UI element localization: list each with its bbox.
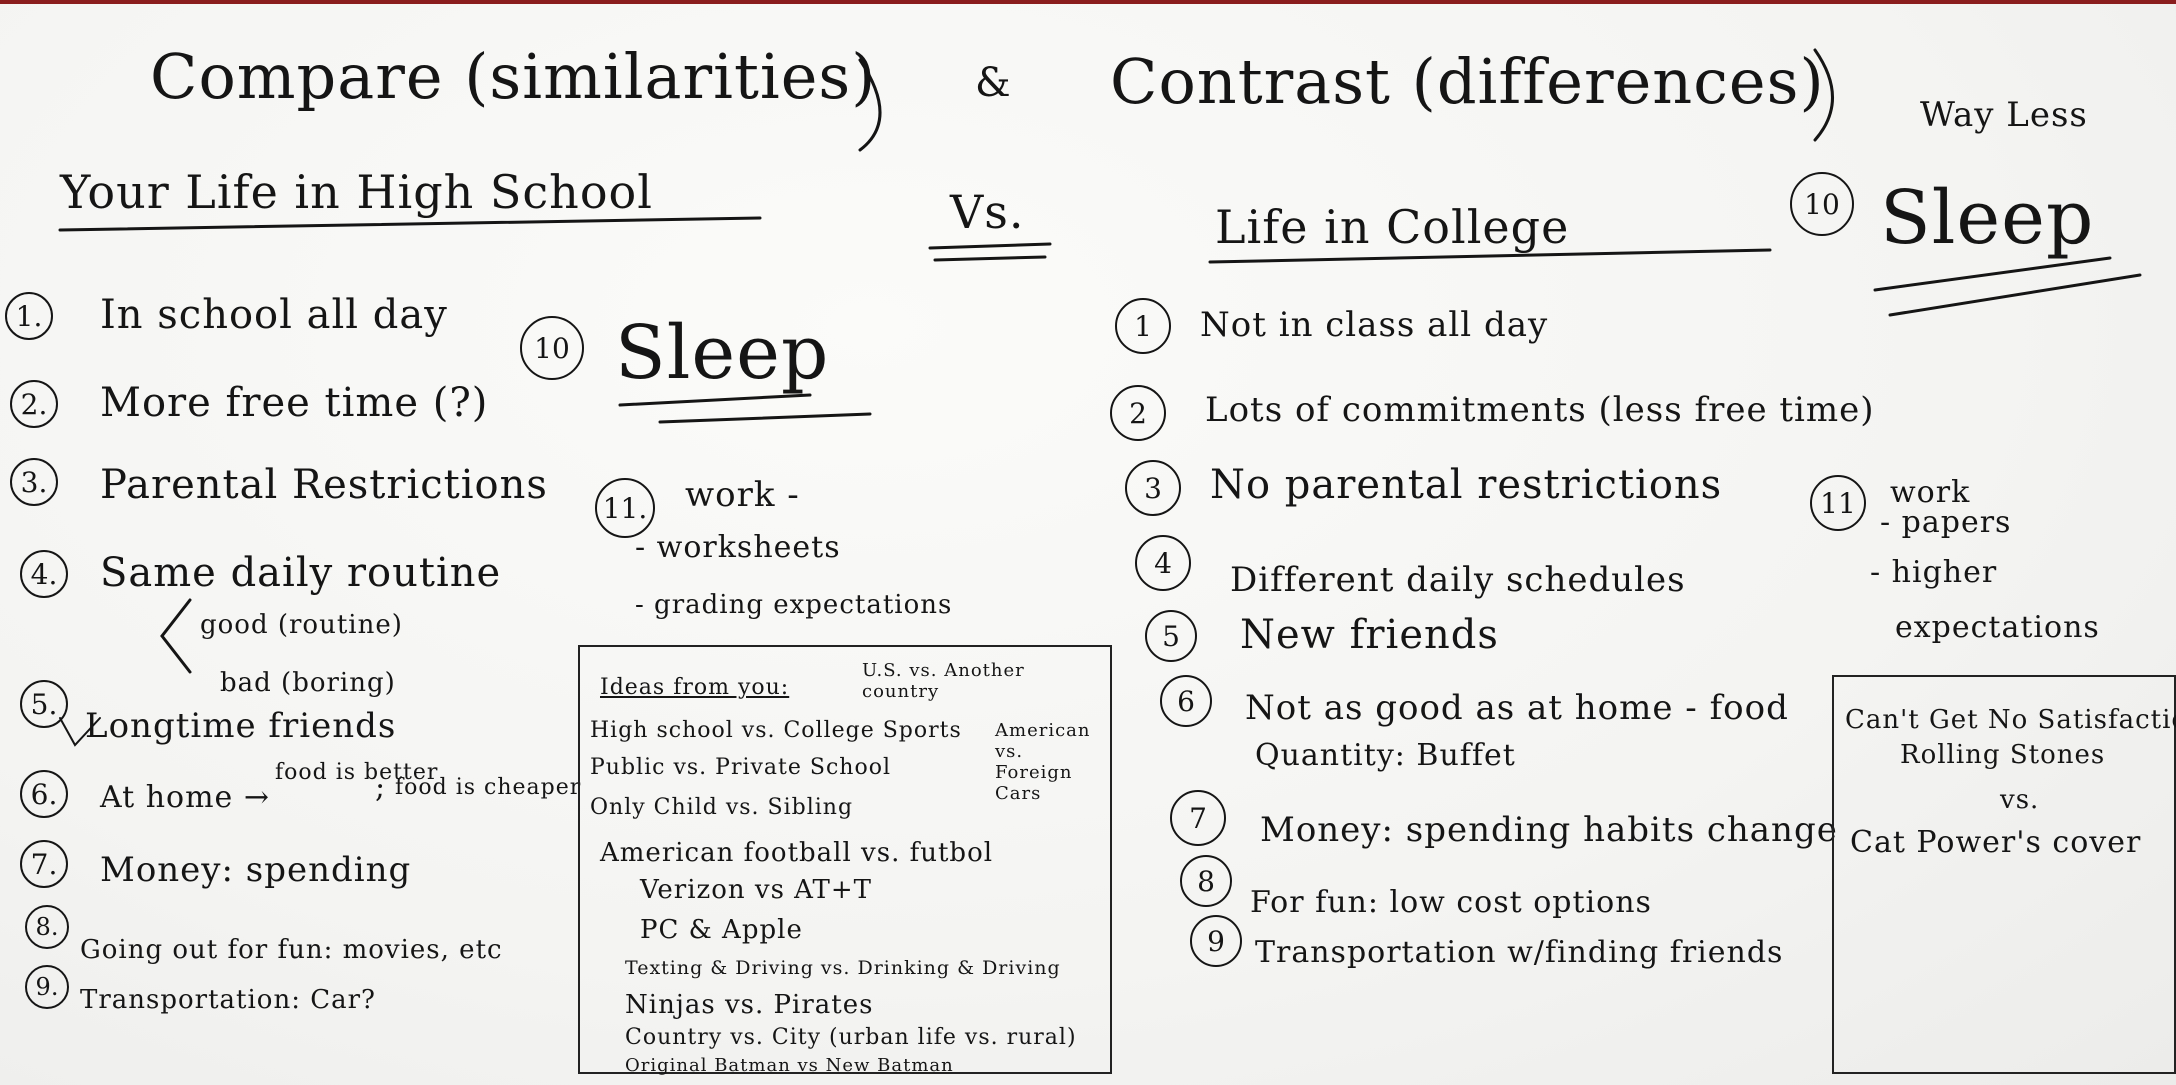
right-num-2: 2 (1110, 385, 1166, 441)
left-item-1: In school all day (100, 292, 448, 338)
left-num-8: 8. (25, 905, 69, 949)
right-item-7: Money: spending habits change (1260, 810, 1838, 850)
food-better: food is better (275, 760, 439, 785)
right-num-4: 4 (1135, 535, 1191, 591)
paren-contrast-close (1813, 48, 1834, 142)
left-work-2: - grading expectations (635, 590, 953, 620)
right-item-1: Not in class all day (1200, 305, 1549, 345)
underline-sleep-right-2 (1888, 273, 2142, 317)
ideas-item-6: PC & Apple (640, 915, 803, 945)
right-item-2: Lots of commitments (less free time) (1205, 390, 1875, 430)
underline-left-heading (58, 216, 762, 232)
title-contrast: Contrast (differences) (1110, 45, 1825, 118)
left-item-6: At home → (100, 780, 270, 815)
underline-vs-2 (933, 255, 1047, 262)
music-line1: Can't Get No Satisfaction (1845, 705, 2176, 735)
food-semicolon: ; (375, 770, 387, 805)
underline-right-heading (1208, 248, 1772, 264)
left-num-10: 10 (520, 316, 584, 380)
routine-good: good (routine) (200, 610, 403, 640)
right-work-0: work (1890, 475, 1971, 510)
right-num-10: 10 (1790, 172, 1854, 236)
right-num-9: 9 (1190, 915, 1242, 967)
ideas-item-2: Public vs. Private School (590, 755, 891, 780)
left-sleep: Sleep (615, 310, 830, 396)
right-item-3: No parental restrictions (1210, 462, 1723, 508)
left-num-7: 7. (20, 840, 68, 888)
ideas-item-3: Only Child vs. Sibling (590, 795, 854, 820)
paren-compare-close (858, 58, 882, 152)
left-num-2: 2. (10, 380, 58, 428)
right-num-5: 5 (1145, 610, 1197, 662)
right-num-7: 7 (1170, 790, 1226, 846)
left-item-5: Longtime friends (85, 706, 397, 746)
ideas-item-7: Texting & Driving vs. Drinking & Driving (625, 957, 1061, 979)
ideas-side: American vs. Foreign Cars (995, 720, 1091, 804)
ideas-item-10: Original Batman vs New Batman (625, 1055, 954, 1076)
underline-vs (928, 242, 1052, 250)
music-line3: Cat Power's cover (1850, 825, 2142, 860)
left-work-0: work - (685, 475, 800, 515)
music-vs: vs. (2000, 785, 2040, 815)
title-compare: Compare (similarities) (150, 40, 877, 113)
left-item-4: Same daily routine (100, 550, 502, 596)
food-cheaper: food is cheaper (395, 775, 582, 800)
whiteboard-frame (0, 0, 2176, 4)
right-work-2: - higher (1870, 555, 1998, 590)
left-heading: Your Life in High School (60, 165, 653, 219)
title-ampersand: & (975, 60, 1012, 106)
left-num-6: 6. (20, 770, 68, 818)
left-item-9: Transportation: Car? (80, 985, 376, 1015)
left-item-2: More free time (?) (100, 380, 489, 426)
right-item-5: New friends (1240, 612, 1499, 658)
vs-label: Vs. (950, 185, 1025, 239)
ideas-item-5: Verizon vs AT+T (640, 875, 873, 905)
right-num-8: 8 (1180, 855, 1232, 907)
underline-sleep-right (1873, 256, 2112, 292)
left-item-7: Money: spending (100, 850, 412, 890)
right-num-11: 11 (1810, 475, 1866, 531)
music-line2: Rolling Stones (1900, 740, 2106, 770)
ideas-corner: U.S. vs. Another country (862, 660, 1025, 702)
right-item-9: Transportation w/finding friends (1255, 935, 1784, 970)
right-item-6: Not as good as at home - food (1245, 688, 1789, 728)
ideas-item-1: High school vs. College Sports (590, 718, 962, 743)
left-num-11: 11. (595, 478, 655, 538)
right-sleep: Sleep (1880, 175, 2095, 261)
left-num-1: 1. (5, 292, 53, 340)
bracket-routine (160, 598, 192, 674)
arrow-longtime (59, 717, 101, 747)
right-item-6b: Quantity: Buffet (1255, 738, 1516, 773)
ideas-item-8: Ninjas vs. Pirates (625, 990, 874, 1020)
left-work-1: - worksheets (635, 530, 841, 565)
ideas-item-9: Country vs. City (urban life vs. rural) (625, 1025, 1077, 1050)
right-num-3: 3 (1125, 460, 1181, 516)
left-num-9: 9. (25, 965, 69, 1009)
right-num-6: 6 (1160, 675, 1212, 727)
ideas-item-4: American football vs. futbol (600, 838, 994, 868)
left-num-5: 5. (20, 680, 68, 728)
right-work-3: expectations (1895, 610, 2100, 645)
ideas-box (578, 645, 1112, 1074)
right-heading: Life in College (1215, 200, 1570, 254)
ideas-heading: Ideas from you: (600, 675, 790, 700)
underline-sleep-left-2 (658, 412, 872, 424)
left-num-3: 3. (10, 458, 58, 506)
left-num-4: 4. (20, 550, 68, 598)
left-item-8: Going out for fun: movies, etc (80, 935, 503, 965)
right-item-8: For fun: low cost options (1250, 885, 1652, 920)
left-item-3: Parental Restrictions (100, 462, 548, 508)
music-box (1832, 675, 2176, 1074)
right-num-1: 1 (1115, 298, 1171, 354)
right-work-1: - papers (1880, 505, 2012, 540)
routine-bad: bad (boring) (220, 668, 396, 698)
right-item-4: Different daily schedules (1230, 560, 1686, 600)
underline-sleep-left (618, 393, 812, 407)
right-sleep-note: Way Less (1920, 95, 2088, 135)
